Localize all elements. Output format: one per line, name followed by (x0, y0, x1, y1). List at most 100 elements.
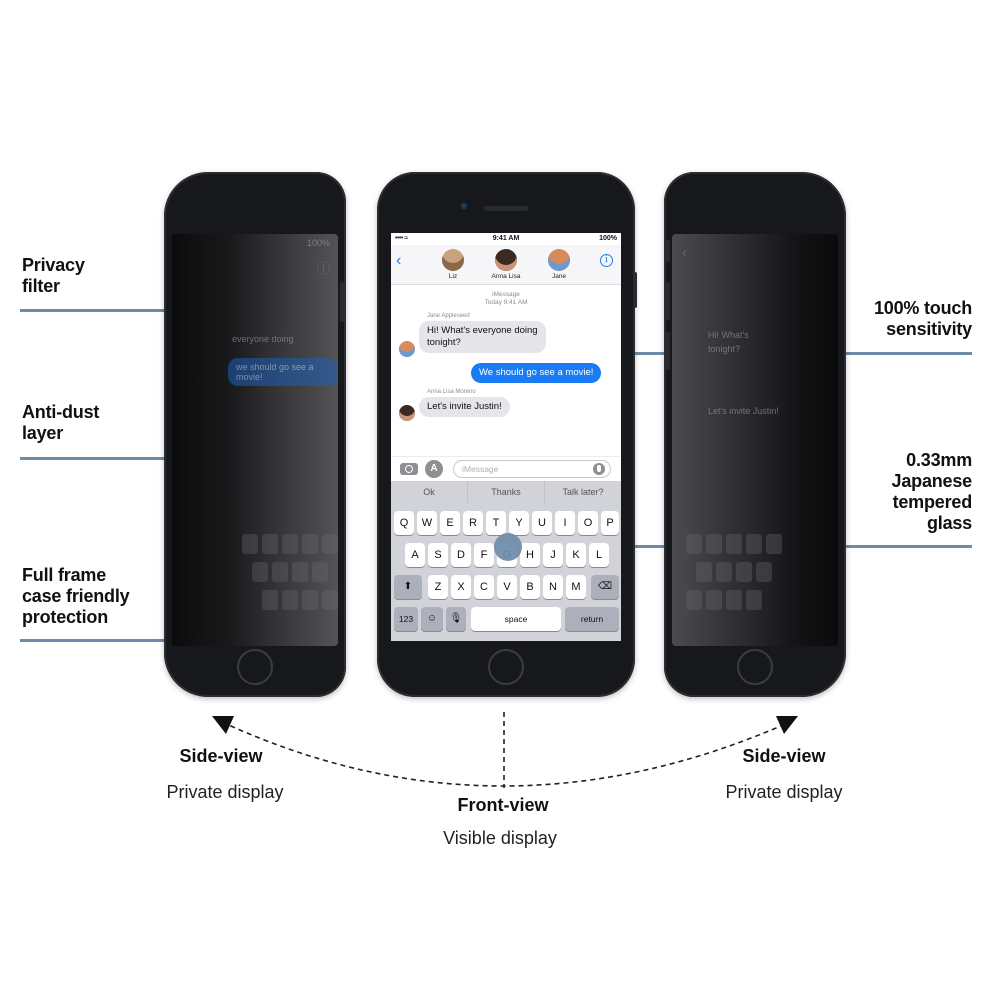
key[interactable]: D (451, 543, 471, 567)
feature-label-privacy-filter: Privacy filter (22, 255, 85, 296)
ghost-outgoing-bubble: we should go see a movie! (228, 358, 338, 386)
dictation-key[interactable]: 🎙 (446, 607, 466, 631)
ghost-keyboard (682, 528, 828, 638)
key[interactable]: T (486, 511, 506, 535)
avatar (548, 249, 570, 271)
caption-private-display-right: Private display (725, 782, 843, 802)
caption-side-view-left: Side-view (179, 746, 263, 766)
key[interactable]: Z (428, 575, 448, 599)
feature-label-full-frame: Full frame case friendly protection (22, 565, 130, 627)
sender-name: Anna Lisa Moreno (427, 389, 476, 395)
camera-icon[interactable] (400, 463, 418, 475)
suggestion-item[interactable]: Thanks (468, 481, 545, 503)
imessage-input[interactable]: iMessage (453, 460, 611, 478)
ghost-keyboard (182, 528, 338, 638)
message-thread: iMessage Today 9:41 AM Jane Appleseed Hi… (391, 285, 621, 456)
side-button (340, 282, 344, 322)
status-bar: •••• ≈ 9:41 AM 100% (391, 233, 621, 245)
callout-line-privacy-filter (20, 309, 220, 312)
contact-anna-lisa[interactable]: Anna Lisa (486, 249, 526, 280)
messages-screen: •••• ≈ 9:41 AM 100% ‹ Liz Anna Lisa Jane… (391, 233, 621, 641)
key[interactable]: W (417, 511, 437, 535)
numbers-key[interactable]: 123 (394, 607, 418, 631)
home-button (737, 649, 773, 685)
keyboard-row-1: Q W E R T Y U I O P (391, 511, 621, 535)
key[interactable]: F (474, 543, 494, 567)
caption-visible-display: Visible display (443, 828, 557, 848)
key[interactable]: L (589, 543, 609, 567)
message-bubble-incoming: Let's invite Justin! (419, 397, 510, 417)
signal-icon: •••• ≈ (395, 235, 408, 242)
shift-key[interactable]: ⬆ (394, 575, 422, 599)
key[interactable]: X (451, 575, 471, 599)
home-button (237, 649, 273, 685)
key[interactable]: U (532, 511, 552, 535)
keyboard: Q W E R T Y U I O P A S D F G H J K L (391, 503, 621, 641)
key[interactable]: B (520, 575, 540, 599)
avatar (399, 405, 415, 421)
phone-side-view-left: 100% ⓘ everyone doing we should go see a… (164, 172, 346, 697)
front-camera (461, 203, 467, 209)
ghost-status: 100% (306, 238, 330, 248)
key[interactable]: M (566, 575, 586, 599)
contact-liz[interactable]: Liz (433, 249, 473, 280)
contact-jane[interactable]: Jane (539, 249, 579, 280)
callout-line-full-frame (20, 639, 200, 642)
key[interactable]: C (474, 575, 494, 599)
key[interactable]: P (601, 511, 619, 535)
callout-line-anti-dust (20, 457, 306, 460)
privacy-dimmed-screen: ‹ Hi! What's tonight? Let's invite Justi… (672, 234, 838, 646)
conversation-header: ‹ Liz Anna Lisa Jane i (391, 245, 621, 285)
feature-label-tempered-glass: 0.33mm Japanese tempered glass (891, 450, 973, 533)
key[interactable]: A (405, 543, 425, 567)
key[interactable]: K (566, 543, 586, 567)
caption-front-view: Front-view (457, 795, 549, 815)
key[interactable]: I (555, 511, 575, 535)
key[interactable]: Y (509, 511, 529, 535)
side-button (666, 282, 670, 320)
feature-label-touch-sensitivity: 100% touch sensitivity (873, 298, 972, 339)
info-icon[interactable]: i (600, 254, 613, 267)
privacy-dimmed-screen: 100% ⓘ everyone doing we should go see a… (172, 234, 338, 646)
keyboard-row-3: ⬆ Z X C V B N M ⌫ (391, 575, 621, 599)
compose-bar: A iMessage (391, 456, 621, 481)
key[interactable]: N (543, 575, 563, 599)
app-store-icon[interactable]: A (425, 460, 443, 478)
key[interactable]: H (520, 543, 540, 567)
status-time: 9:41 AM (492, 235, 520, 242)
key[interactable]: V (497, 575, 517, 599)
ghost-text: Hi! What's (708, 330, 749, 340)
suggestion-item[interactable]: Talk later? (562, 487, 604, 497)
callout-dot-tempered-glass (494, 533, 522, 561)
backspace-key[interactable]: ⌫ (591, 575, 619, 599)
caption-side-view-right: Side-view (742, 746, 826, 766)
ghost-info-icon: ⓘ (316, 261, 330, 276)
keyboard-row-4: 123 ☺ 🎙 space return (391, 607, 621, 631)
space-key[interactable]: space (471, 607, 561, 631)
phone-front-view: •••• ≈ 9:41 AM 100% ‹ Liz Anna Lisa Jane… (377, 172, 637, 697)
ghost-text: tonight? (708, 344, 741, 354)
earpiece-speaker (484, 206, 528, 211)
emoji-key[interactable]: ☺ (421, 607, 443, 631)
sender-name: Jane Appleseed (427, 313, 470, 319)
feature-label-anti-dust: Anti-dust layer (22, 402, 100, 443)
avatar (399, 341, 415, 357)
key[interactable]: O (578, 511, 598, 535)
key[interactable]: S (428, 543, 448, 567)
ghost-text: everyone doing (232, 334, 294, 344)
message-bubble-outgoing: We should go see a movie! (471, 363, 602, 383)
return-key[interactable]: return (565, 607, 619, 631)
phone-side-view-right: ‹ Hi! What's tonight? Let's invite Justi… (664, 172, 846, 697)
suggestion-item[interactable]: Ok (391, 481, 468, 503)
arrow-head-right (776, 716, 798, 734)
key[interactable]: Q (394, 511, 414, 535)
back-chevron-icon[interactable]: ‹ (396, 252, 402, 269)
conversation-meta: iMessage Today 9:41 AM (484, 291, 528, 306)
key[interactable]: E (440, 511, 460, 535)
side-button (633, 272, 637, 308)
key[interactable]: J (543, 543, 563, 567)
quicktype-suggestions: Ok Thanks Talk later? (391, 481, 621, 503)
key[interactable]: R (463, 511, 483, 535)
avatar (442, 249, 464, 271)
microphone-icon[interactable] (593, 463, 605, 475)
